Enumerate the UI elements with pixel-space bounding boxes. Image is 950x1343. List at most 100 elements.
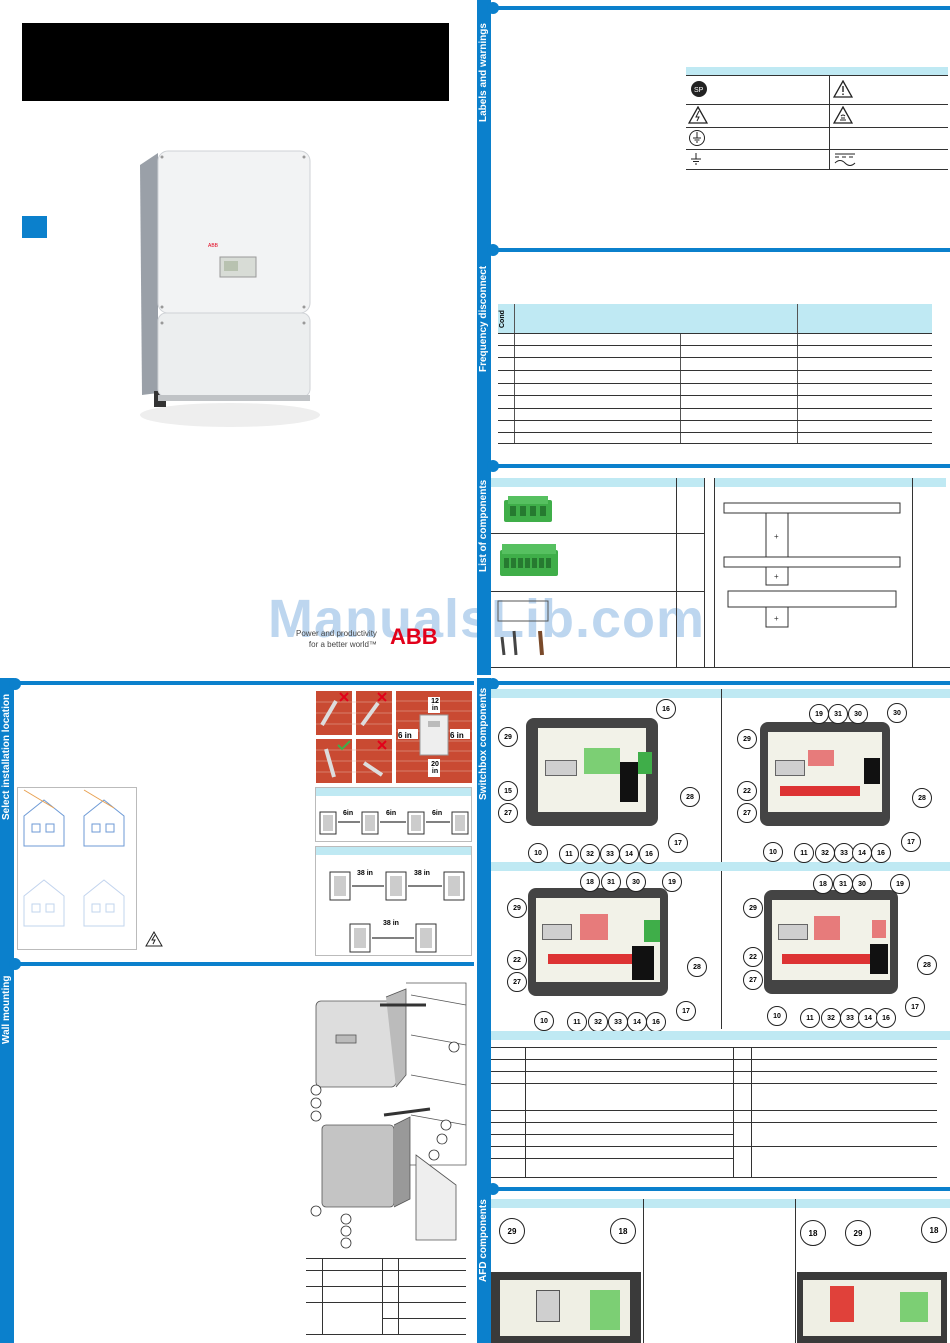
tab-list-components <box>477 460 491 675</box>
callout-sb3-8: 17 <box>676 1001 696 1021</box>
wall-mounting-drawing <box>310 982 467 1249</box>
afd-callout-2: 18 <box>800 1220 826 1246</box>
frequency-disconnect-dot <box>487 244 499 256</box>
list-components-title: List of components <box>478 479 489 572</box>
spacing-panel-2 <box>315 846 472 956</box>
select-location-dot <box>9 678 21 690</box>
spacing-gap-row3: 38 in <box>383 920 399 927</box>
callout-sb3-6: 27 <box>507 972 527 992</box>
callout-sb2-7: 28 <box>912 788 932 808</box>
switchbox-dot <box>487 678 499 690</box>
callout-sb3-9: 10 <box>534 1011 554 1031</box>
select-location-bar <box>14 681 474 685</box>
dc-ac-icon <box>834 153 856 166</box>
svg-text:+: + <box>774 614 779 623</box>
callout-sb4-7: 28 <box>917 955 937 975</box>
callout-sb2-10: 11 <box>794 843 814 863</box>
callout-sb4-0: 18 <box>813 874 833 894</box>
callout-sb2-0: 19 <box>809 704 829 724</box>
callout-sb4-9: 10 <box>767 1006 787 1026</box>
red-breakers-2 <box>808 750 834 766</box>
green-conn-1 <box>638 752 652 774</box>
inverter-image: ABB <box>140 150 320 427</box>
labels-table-header <box>686 67 948 75</box>
callout-sb4-8: 17 <box>905 997 925 1017</box>
protective-earth-icon <box>689 130 705 146</box>
connector-8pin-image <box>500 544 558 576</box>
svg-text:+: + <box>774 572 779 581</box>
callout-sb1-4: 28 <box>680 787 700 807</box>
electrical-hazard-icon <box>688 106 708 124</box>
clearance-right: 6 in <box>450 731 464 740</box>
mounting-bracket-drawing: +++ <box>723 502 901 628</box>
tab-switchbox-components <box>477 678 491 1183</box>
brand-tagline: Power and productivity for a better worl… <box>296 628 377 650</box>
connector-4pin-image <box>504 496 552 522</box>
wall-mounting-bar <box>14 962 474 966</box>
callout-sb3-5: 22 <box>507 950 527 970</box>
callout-sb1-10: 14 <box>619 844 639 864</box>
callout-sb4-1: 31 <box>833 874 853 894</box>
wall-mounting-dot <box>9 958 21 970</box>
cover-blue-square <box>22 216 47 238</box>
afd-callout-1: 18 <box>610 1218 636 1244</box>
tagline-line-2: for a better world™ <box>308 640 377 649</box>
callout-sb3-2: 30 <box>626 872 646 892</box>
clearance-left: 6 in <box>398 731 412 740</box>
spacing-panel-1 <box>315 787 472 842</box>
labels-warnings-dot <box>487 2 499 14</box>
afd-callout-4: 18 <box>921 1217 947 1243</box>
green-board-1 <box>584 748 620 774</box>
callout-sb2-1: 31 <box>828 704 848 724</box>
tab-labels-warnings <box>477 0 491 248</box>
house-diagrams <box>23 789 125 927</box>
select-location-title: Select installation location <box>1 693 12 820</box>
svg-text:ABB: ABB <box>208 243 219 249</box>
afd-callout-0: 29 <box>499 1218 525 1244</box>
clearance-top: 12 in <box>431 698 439 712</box>
electrical-warning-icon <box>145 931 163 947</box>
callout-sb4-5: 22 <box>743 947 763 967</box>
callout-sb1-11: 16 <box>639 844 659 864</box>
callout-sb4-13: 14 <box>858 1008 878 1028</box>
callout-sb2-9: 10 <box>763 842 783 862</box>
labels-warnings-title: Labels and warnings <box>478 23 489 122</box>
hot-surface-icon <box>833 106 853 124</box>
afd-dot <box>487 1183 499 1195</box>
callout-sb1-7: 11 <box>559 844 579 864</box>
callout-sb1-2: 15 <box>498 781 518 801</box>
house-diagrams-panel <box>17 787 137 950</box>
callout-sb4-10: 11 <box>800 1008 820 1028</box>
callout-sb2-11: 32 <box>815 843 835 863</box>
spacing-gap-1: 6in <box>343 810 354 817</box>
wall-orientation-diagram <box>316 691 392 783</box>
callout-sb1-9: 33 <box>600 844 620 864</box>
callout-sb4-11: 32 <box>821 1008 841 1028</box>
spacing-gap-row2-a: 38 in <box>357 870 373 877</box>
callout-sb2-5: 22 <box>737 781 757 801</box>
wall-clearance-diagram <box>396 691 472 783</box>
spacing-gap-row2-b: 38 in <box>414 870 430 877</box>
svg-text:SP: SP <box>694 87 704 94</box>
callout-sb4-4: 29 <box>743 898 763 918</box>
terminal-strip-1 <box>545 760 577 776</box>
spacing-gap-3: 6in <box>432 810 443 817</box>
callout-sb3-7: 28 <box>687 957 707 977</box>
components-header-left <box>491 478 704 487</box>
callout-sb1-0: 16 <box>656 699 676 719</box>
tab-wall-mounting <box>0 958 14 1343</box>
spacing-diagram-1 <box>319 811 469 835</box>
callout-sb4-2: 30 <box>852 874 872 894</box>
callout-sb1-1: 29 <box>498 727 518 747</box>
spacing-gap-2: 6in <box>386 810 397 817</box>
clearance-bottom: 20 in <box>431 761 439 775</box>
afd-components-title: AFD components <box>478 1199 489 1282</box>
callout-sb2-6: 27 <box>737 803 757 823</box>
callout-sb2-12: 33 <box>834 843 854 863</box>
labels-warnings-bar <box>491 6 950 10</box>
tab-frequency-disconnect <box>477 248 491 460</box>
ground-icon <box>691 153 701 165</box>
warning-triangle-icon <box>833 80 853 98</box>
freq-table-cond-label: Cond <box>499 310 506 328</box>
spacing-diagram-2 <box>329 871 465 953</box>
